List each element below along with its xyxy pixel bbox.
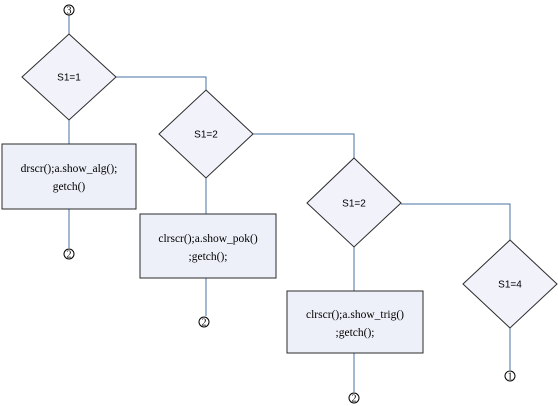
- line-d2-to-d3: [253, 133, 355, 158]
- action-box: [139, 213, 277, 279]
- connector-circle: [504, 370, 516, 382]
- connector-out-1: 2: [63, 248, 75, 261]
- action-box: [1, 143, 137, 210]
- decision-label: S1=4: [498, 280, 522, 291]
- line-d1-to-d2: [116, 76, 207, 90]
- action-box: [286, 290, 424, 354]
- connector-label: 2: [67, 250, 72, 261]
- decision-3: S1=2: [306, 157, 402, 248]
- connector-circle: [63, 4, 75, 16]
- action-1: drscr();a.show_alg(); getch(): [1, 143, 137, 210]
- action-line-1: drscr();a.show_alg();: [21, 163, 118, 175]
- decision-label: S1=1: [57, 73, 81, 84]
- connector-out-4: 1: [504, 370, 516, 383]
- decision-diamond: [306, 157, 402, 248]
- decision-1: S1=1: [21, 33, 117, 121]
- decision-diamond: [21, 33, 117, 121]
- connector-label: 2: [202, 318, 207, 329]
- decision-diamond: [158, 89, 254, 179]
- connector-out-2: 2: [198, 316, 210, 329]
- decision-label: S1=2: [194, 130, 218, 141]
- action-line-2: ;getch();: [189, 251, 228, 263]
- connector-circle: [63, 248, 75, 260]
- action-line-1: clrscr();a.show_pok(): [158, 233, 257, 245]
- line-d3-to-d4: [401, 203, 511, 240]
- connector-out-3: 2: [348, 392, 360, 405]
- connector-circle: [348, 392, 360, 404]
- connector-label: 2: [352, 394, 357, 405]
- decision-diamond: [462, 239, 558, 329]
- decision-2: S1=2: [158, 89, 254, 179]
- decision-label: S1=2: [342, 199, 366, 210]
- connector-label: 3: [67, 6, 72, 17]
- connector-circle: [198, 316, 210, 328]
- connector-label: 1: [508, 372, 513, 383]
- flow-lines: [68, 15, 511, 392]
- action-line-2: getch(): [53, 181, 86, 193]
- action-3: clrscr();a.show_trig() ;getch();: [286, 290, 424, 354]
- decision-4: S1=4: [462, 239, 558, 329]
- action-line-1: clrscr();a.show_trig(): [306, 309, 404, 321]
- action-line-2: ;getch();: [336, 327, 375, 339]
- action-2: clrscr();a.show_pok() ;getch();: [139, 213, 277, 279]
- connector-start: 3: [63, 4, 75, 17]
